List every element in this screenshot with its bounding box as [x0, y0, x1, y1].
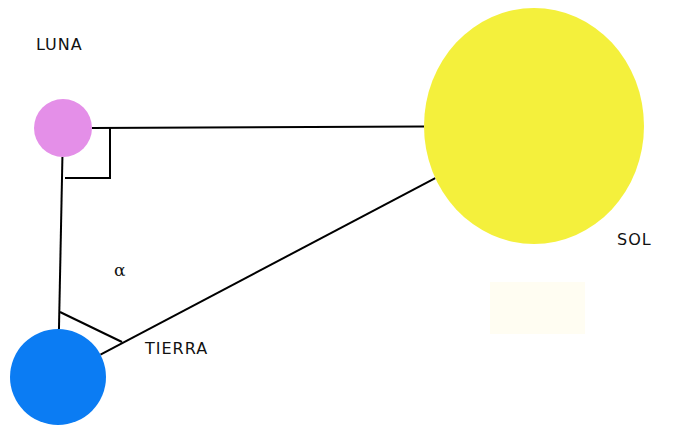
moon-circle: LUNA	[34, 99, 92, 157]
body-name: LUNA	[36, 35, 83, 54]
body-shape	[10, 329, 106, 425]
triangle-side	[59, 157, 62, 329]
earth-circle: TIERRA	[10, 329, 106, 425]
faint-patch	[490, 282, 585, 334]
body-shape	[34, 99, 92, 157]
body-fill	[34, 99, 92, 157]
body-fill	[10, 329, 106, 425]
body-name: TIERRA	[145, 339, 208, 358]
angle-label: α	[114, 260, 125, 280]
body-name: SOL	[617, 230, 652, 249]
triangle-side	[92, 126, 424, 127]
body-shape	[424, 8, 644, 244]
triangle-side	[100, 178, 435, 355]
sun-circle: SOL	[424, 8, 644, 244]
body-fill	[424, 8, 644, 244]
